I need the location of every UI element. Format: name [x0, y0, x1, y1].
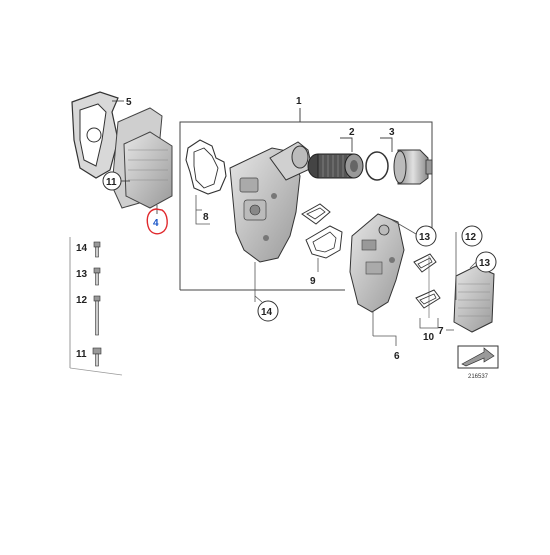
assembly-frame-1: 1: [179, 96, 433, 291]
gasket-part-5: 5: [71, 91, 132, 179]
callout-14-left: 14: [76, 243, 88, 254]
bolt-11: [92, 347, 102, 367]
callout-13-left: 13: [76, 269, 88, 280]
callout-11-left: 11: [76, 349, 87, 360]
callout-13-middle: 13: [391, 219, 437, 247]
callout-12-right: 12: [465, 232, 477, 243]
filter-element-part-2: 2: [307, 127, 364, 179]
seal-near-9-top: [301, 203, 331, 225]
cooler-part-7: 7: [438, 265, 495, 337]
seals-part-10: 10: [413, 253, 441, 343]
callout-2: 2: [349, 127, 355, 138]
callout-3: 3: [389, 127, 395, 138]
callout-12-left: 12: [76, 295, 88, 306]
oil-cooler-part-4: 4: [123, 131, 173, 235]
filter-cap-part-3: 3: [380, 127, 433, 185]
diagram-number: 216537: [468, 374, 489, 380]
oil-filter-housing: [229, 141, 313, 302]
callout-4: 4: [153, 218, 159, 229]
bolt-12: [93, 295, 101, 336]
callout-7: 7: [438, 326, 444, 337]
callouts-right: 12 13: [455, 225, 497, 300]
bolt-column: 14 13 12 11: [69, 237, 123, 376]
gasket-part-8: 8: [185, 139, 227, 225]
highlight-circle: [146, 208, 168, 235]
callout-11: 11: [106, 177, 117, 188]
callout-8: 8: [203, 212, 209, 223]
callout-6: 6: [394, 351, 400, 362]
callout-10: 10: [423, 332, 435, 343]
diagram-symbol: 216537: [457, 345, 499, 380]
housing-part-6: 6: [349, 213, 405, 362]
callout-11-group: 11: [102, 171, 130, 191]
callout-13-mid-label: 13: [419, 232, 431, 243]
callout-14-group: 14: [254, 295, 279, 322]
callout-5: 5: [126, 97, 132, 108]
bolt-14: [93, 241, 101, 258]
callout-14: 14: [261, 307, 273, 318]
o-ring: [365, 151, 389, 181]
gasket-part-9: 9: [305, 225, 343, 287]
callout-13-right: 13: [479, 258, 491, 269]
callout-1: 1: [296, 96, 302, 107]
bolt-13: [93, 267, 101, 286]
callout-9: 9: [310, 276, 316, 287]
